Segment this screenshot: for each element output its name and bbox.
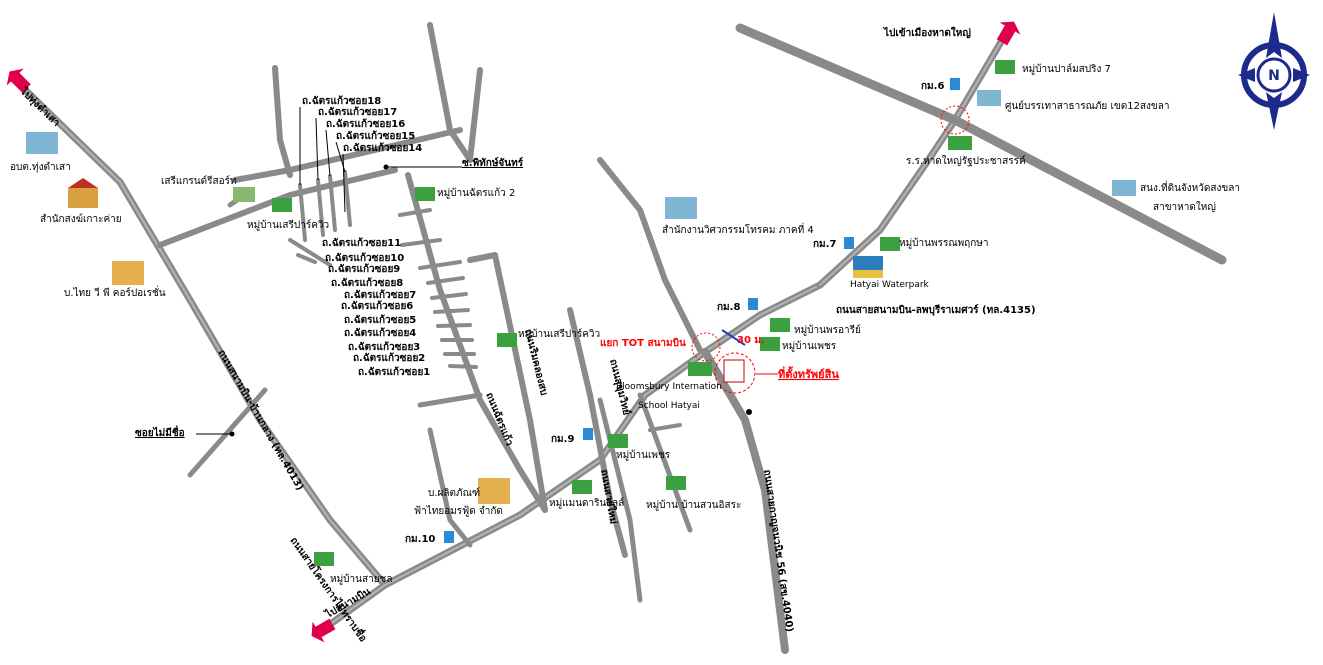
label-phet-1: หมู่บ้านเพชร: [782, 340, 837, 352]
km-marker-icon: [444, 78, 960, 543]
label-soi-16: ถ.ฉัตรแก้วซอย16: [326, 118, 405, 130]
road-network: [11, 22, 1227, 654]
road-sanambin-ban-klang: [11, 76, 389, 589]
junction-circle-tot: [691, 332, 721, 362]
label-km7: กม.7: [813, 239, 836, 250]
label-km8: กม.8: [717, 302, 740, 313]
label-property: ที่ตั้งทรัพย์สิน: [778, 366, 839, 381]
road-chat-kaew: [405, 172, 548, 513]
label-soi-6: ถ.ฉัตรแก้วซอย6: [341, 300, 413, 312]
label-land-office-2: สาขาหาดใหญ่: [1153, 201, 1216, 213]
label-road-sanambin-ban-klang: ถนนสนามบิน-บ้านกลาง (ทล.4013): [215, 348, 306, 493]
label-soi-1: ถ.ฉัตรแก้วซอย1: [358, 366, 430, 378]
label-land-office-1: สนง.ที่ดินจังหวัดสงขลา: [1140, 180, 1240, 194]
label-soi-2: ถ.ฉัตรแก้วซอย2: [353, 352, 425, 364]
label-km6: กม.6: [921, 81, 944, 92]
label-factory-2: ฟ้าไทยอมรฟู้ด จำกัด: [414, 505, 503, 517]
label-soi-11: ถ.ฉัตรแก้วซอย11: [322, 237, 401, 249]
label-palm-spring: หมู่บ้านปาล์มสปริง 7: [1022, 63, 1111, 75]
arrow-to-thung-tam-sao: [6, 68, 31, 93]
label-soi-17: ถ.ฉัตรแก้วซอย17: [318, 106, 397, 118]
label-school-hatyai: ร.ร.หาดใหญ่รัฐประชาสรรค์: [906, 155, 1026, 167]
compass-rose: N: [1238, 12, 1310, 130]
arrow-to-hat-yai: [996, 21, 1021, 46]
label-phannaphruksa: หมู่บ้านพรรณพฤกษา: [899, 237, 989, 249]
school-icon: [688, 136, 972, 376]
label-soi-14: ถ.ฉัตรแก้วซอย14: [343, 142, 422, 154]
compass-north-label: N: [1268, 68, 1280, 84]
label-soi-9: ถ.ฉัตรแก้วซอย9: [328, 263, 400, 275]
label-phithak-chan: ซ.พิทักษ์จันทร์: [462, 157, 524, 169]
arrow-to-sanambin: [311, 618, 336, 643]
label-maen-ta: หมู่แมนดารินวิลล์: [549, 497, 624, 509]
label-soi-18: ถ.ฉัตรแก้วซอย18: [302, 95, 381, 107]
label-thai-vp: บ.ไทย วี พี คอร์ปอเรชั่น: [64, 285, 166, 299]
label-factory-1: บ.ผลิตภัณฑ์: [428, 487, 480, 499]
label-buddhist-office: สำนักสงฆ์เกาะค่าย: [40, 213, 122, 225]
label-road-sanambin-lopburi: ถนนสายสนามบิน-ลพบุรีราเมศวร์ (ทล.4135): [836, 304, 1036, 316]
label-engineering-office: สำนักงานวิศวกรรมโทรคม ภาคที่ 4: [662, 222, 814, 236]
label-chat-kaew-2: หมู่บ้านฉัตรแก้ว 2: [437, 187, 515, 199]
junction-circle-km6: [940, 105, 970, 135]
label-distance: 30 ม.: [737, 335, 765, 346]
label-soi-no-name: ซอยไม่มีชื่อ: [135, 425, 185, 439]
leader-lines: [196, 107, 462, 435]
office-building-icon: [26, 90, 1136, 219]
label-soi-7: ถ.ฉัตรแก้วซอย7: [344, 289, 416, 301]
resort-icon: [233, 187, 255, 202]
label-sai-son: หมู่บ้านสายชล: [330, 573, 392, 585]
label-soi-15: ถ.ฉัตรแก้วซอย15: [336, 130, 415, 142]
label-phet-2: หมู่บ้านเพชร: [616, 449, 671, 461]
label-waterpark: Hatyai Waterpark: [850, 280, 930, 290]
label-soi-8: ถ.ฉัตรแก้วซอย8: [331, 277, 403, 289]
temple-icon: [68, 178, 98, 208]
label-soi-5: ถ.ฉัตรแก้วซอย5: [344, 314, 416, 326]
label-km9: กม.9: [551, 434, 574, 445]
label-tot-junction: แยก TOT สนามบิน: [600, 337, 686, 349]
label-disaster-center: ศูนย์บรรเทาสาธารณภัย เขต12สงขลา: [1005, 100, 1170, 112]
label-suan-isara: หมู่บ้าน บ้านสวนอิสระ: [646, 499, 741, 511]
label-bloomsbury-2: School Hatyai: [638, 401, 700, 411]
house-icon: [272, 60, 1015, 566]
label-bloomsbury-1: Bloomsbury Internation: [616, 382, 722, 392]
label-seri-grand: เสรีแกรนด์รีสอร์ท: [161, 175, 237, 187]
road-kanchanawanit: [701, 348, 789, 654]
building-icons: [26, 60, 1136, 566]
label-seri-park-2: หมู่บ้านเสรีปาร์ควิว: [518, 328, 600, 340]
label-soi-4: ถ.ฉัตรแก้วซอย4: [344, 327, 416, 339]
label-km10: กม.10: [405, 534, 435, 545]
label-to-thung-tam-sao: ไปทุ่งตำเสา: [17, 84, 63, 129]
label-to-hat-yai: ไปเข้าเมืองหาดใหญ่: [883, 26, 971, 39]
label-seri-park-1: หมู่บ้านเสรีปาร์ควิว: [247, 219, 329, 231]
property-marker: [714, 352, 756, 394]
label-phon-ari: หมู่บ้านพรอารีย์: [794, 324, 861, 336]
waterpark-icon: [853, 256, 883, 278]
road-crossing-km6: [735, 23, 1227, 265]
company-building-icon: [112, 261, 510, 504]
label-obt: อบต.ทุ่งตำเสา: [10, 162, 71, 173]
label-soi-3: ถ.ฉัตรแก้วซอย3: [348, 341, 420, 353]
label-soi-10: ถ.ฉัตรแก้วซอย10: [325, 252, 404, 264]
